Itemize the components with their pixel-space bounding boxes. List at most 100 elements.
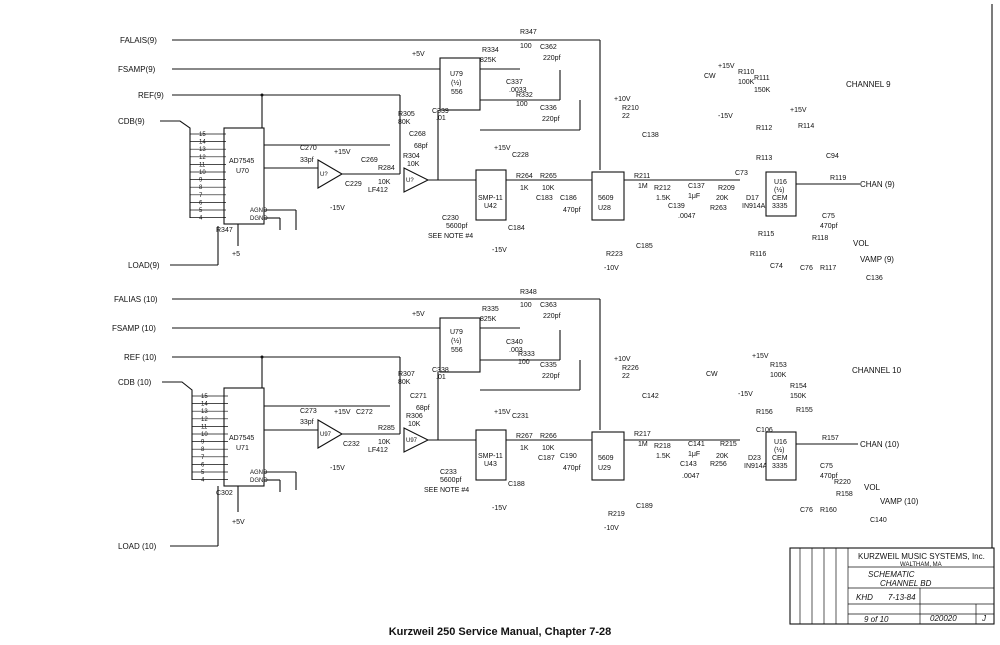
dac-pin-number: 10 [201,432,208,438]
dac-pin-number: 5 [199,208,203,214]
company-city: WALTHAM, MA [900,562,942,568]
c142-label: C142 [642,393,659,400]
c230-value: 5600pf [446,223,467,230]
pot-rail-minus15: -15V [718,113,733,120]
cem-part: CEM [772,195,788,202]
c337-label: C337 [506,79,523,86]
c143-label: C143 [680,461,697,468]
r256-label: R256 [710,461,727,468]
c270-label: C270 [300,145,317,152]
dac-pin-number: 4 [199,216,203,222]
r157-label: R157 [822,435,839,442]
see-note-4-b: SEE NOTE #4 [424,487,469,494]
r304-value: 10K [407,161,420,168]
r266-value: 10K [542,445,555,452]
dac-pin-number: 7 [201,455,205,461]
vol-label-9: VOL [853,239,870,248]
d23-label: D23 [748,455,761,462]
dac10-ref: U71 [236,445,249,452]
r110-value: 100K [738,79,755,86]
r211-label: R211 [634,173,650,180]
c363-label: C363 [540,302,557,309]
timer-chip-u79-b [439,317,481,373]
c339-value: .01 [436,115,446,122]
c233-label: C233 [440,469,457,476]
c362-label: C362 [540,44,557,51]
d17-label: D17 [746,195,759,202]
rail10-plus5v-timer: +5V [412,311,425,318]
c143-value: .0047 [682,473,700,480]
timer-chip-u79 [439,57,481,111]
signal-fsamp-10: FSAMP (10) [112,324,156,333]
dac-pin-number: 8 [199,185,203,191]
r154-value: 150K [790,393,807,400]
r334-label: R334 [482,47,499,54]
u5609-ref: U28 [598,205,611,212]
opamp10-ref: U97 [320,432,332,438]
timer10-part: U79 [450,329,463,336]
r215-label: R215 [720,441,737,448]
c141-value: 1μF [688,451,700,458]
dac-pin-number: 11 [201,424,208,430]
r154-label: R154 [790,383,807,390]
dac10-dgnd: DGND [250,478,268,484]
r218-value: 1.5K [656,453,671,460]
dac-pin-number: 13 [199,147,206,153]
r158-label: R158 [836,491,853,498]
opamp-u-a [317,159,344,189]
c339-label: C339 [432,108,449,115]
c186-label: C186 [560,195,577,202]
c271-label: C271 [410,393,427,400]
pot-rail-plus15: +15V [718,63,735,70]
r226-label: R226 [622,365,639,372]
dac-pin-number: 12 [201,417,208,423]
c187-label: C187 [538,455,555,462]
drawing-number: 020020 [930,614,957,623]
r284-value: 10K [378,179,391,186]
r220-label: R220 [834,479,851,486]
r267-label: R267 [516,433,533,440]
c336-value: 220pf [542,116,560,123]
dac-pin-number: 9 [201,440,205,446]
dac-pin-number: 9 [199,178,203,184]
drawing-title-2: CHANNEL BD [880,579,932,588]
r211-value: 1M [638,183,648,190]
r210-label: R210 [622,105,639,112]
signal-cdb-10: CDB (10) [118,378,152,387]
r113-label: R113 [756,155,772,162]
cem-half: (½) [774,186,785,194]
u5609-part: 5609 [598,195,614,202]
vamp-9: VAMP (9) [860,255,894,264]
d23-part: IN914A [744,463,768,470]
vamp-10: VAMP (10) [880,497,919,506]
switch-chip-u28 [591,171,625,221]
r217-label: R217 [634,431,651,438]
dac-ref-label: U70 [236,168,249,175]
r348-value: 100 [520,302,532,309]
r306-label: R306 [406,413,423,420]
rail10-minus15v: -15V [330,465,345,472]
dac10-agnd: AGND [250,470,268,476]
dac-pin-number: 6 [199,200,203,206]
r264-value: 1K [520,185,529,192]
c185-label: C185 [636,243,653,250]
c335-label: C335 [540,362,557,369]
r119-label: R119 [830,175,846,182]
r112-label: R112 [756,125,772,132]
u5609-10-part: 5609 [598,455,614,462]
opamp-ref: U? [320,172,328,178]
c183-label: C183 [536,195,553,202]
drawn-by: KHD [856,593,873,602]
cem10-half: (½) [774,446,785,454]
c229-label: C229 [345,181,362,188]
rail-plus15v: +15V [334,149,351,156]
dac10-part: AD7545 [229,435,254,442]
rail-plus5: +5 [232,251,240,258]
r212-value: 1.5K [656,195,671,202]
r284-label: R284 [378,165,395,172]
r267-value: 1K [520,445,529,452]
c268-value: 68pf [414,143,428,150]
rail-minus10v: -10V [604,265,619,272]
r334-value: 825K [480,57,497,64]
r305-value: 80K [398,119,411,126]
